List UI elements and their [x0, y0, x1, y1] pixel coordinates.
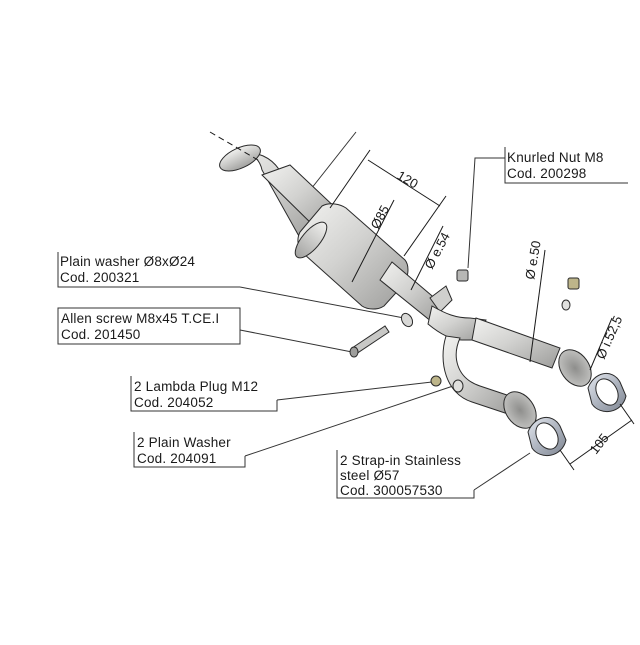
- knurled-nut-code: Cod. 200298: [507, 166, 587, 181]
- exhaust-pipe: [219, 144, 592, 429]
- lower-branch: [442, 335, 517, 415]
- strap-clamp-name-1: 2 Strap-in Stainless: [340, 453, 461, 468]
- mounting-bracket: [429, 285, 453, 313]
- allen-screw-head: [349, 346, 359, 358]
- label-knurled-nut-box: Knurled Nut M8 Cod. 200298: [504, 147, 628, 184]
- leader-plain-washer: [239, 286, 405, 319]
- strap-clamps: [527, 373, 627, 456]
- dim-120-ext-a: [329, 149, 371, 209]
- leader-lambda-plug: [276, 381, 433, 401]
- dim-120-text: 120: [395, 168, 421, 192]
- outlet-upper: [558, 349, 592, 387]
- dim-e50-line: [529, 249, 546, 363]
- dim-105-text: 105: [587, 431, 612, 457]
- hardware: [349, 269, 580, 393]
- leader-plain-washer-2: [244, 384, 457, 457]
- dim-85-line: [351, 199, 395, 283]
- label-plain-washer-2-box: 2 Plain Washer Cod. 204091: [133, 432, 246, 468]
- plain-washer-2-name: 2 Plain Washer: [137, 435, 231, 450]
- dim-120-line: [367, 159, 441, 207]
- dimension-lines: [209, 131, 635, 471]
- label-strap-clamp-box: 2 Strap-in Stainless steel Ø57 Cod. 3000…: [336, 450, 475, 499]
- plain-washer-2-code: Cod. 204091: [137, 451, 217, 466]
- lambda-plug-code: Cod. 204052: [134, 395, 214, 410]
- dim-105-ext-b: [619, 403, 635, 425]
- dim-i525-text: Ø i.52,5: [593, 314, 625, 362]
- dim-105-ext-a: [559, 449, 575, 471]
- label-plain-washer-box: Plain washer Ø8xØ24 Cod. 200321: [57, 252, 240, 288]
- dim-e54-text: Ø e.54: [421, 230, 453, 272]
- plain-washer-2-part: [452, 379, 464, 393]
- plain-washer-part: [400, 312, 414, 328]
- dim-e50-text: Ø e.50: [522, 239, 544, 280]
- dim-120-ext-b: [403, 195, 447, 257]
- leader-allen-screw: [239, 329, 353, 353]
- dim-85-text: Ø85: [367, 203, 392, 232]
- dim-i525-line: [589, 317, 613, 371]
- dim-e54-line: [410, 225, 444, 291]
- resonator-cap: [294, 221, 328, 259]
- label-lambda-plug-box: 2 Lambda Plug M12 Cod. 204052: [130, 376, 278, 412]
- strap-clamp-code: Cod. 300057530: [340, 483, 443, 498]
- strap-clamp-name-2: steel Ø57: [340, 468, 400, 483]
- inlet-opening: [219, 144, 261, 172]
- leader-knurled-nut: [467, 157, 505, 269]
- plain-washer-part-2: [561, 299, 571, 311]
- allen-screw-code: Cod. 201450: [61, 327, 141, 342]
- dim-105-line: [569, 419, 633, 465]
- leader-strap-clamp: [473, 452, 531, 491]
- resonator: [297, 203, 409, 310]
- lambda-plug-part: [430, 375, 442, 387]
- strap-clamp-lower-hole: [535, 422, 559, 450]
- upper-branch: [471, 317, 561, 369]
- strap-clamp-upper-hole: [595, 378, 619, 406]
- knurled-nut-name: Knurled Nut M8: [507, 150, 604, 165]
- plain-washer-code: Cod. 200321: [60, 270, 140, 285]
- plain-washer-name: Plain washer Ø8xØ24: [60, 254, 195, 269]
- dimension-labels: 120 Ø85 Ø e.54 Ø e.50 Ø i.52,5 105: [367, 168, 625, 457]
- lambda-plug-name: 2 Lambda Plug M12: [134, 379, 258, 394]
- allen-screw-name: Allen screw M8x45 T.CE.I: [61, 311, 219, 326]
- label-allen-screw-box: Allen screw M8x45 T.CE.I Cod. 201450: [57, 307, 241, 345]
- leader-lines: [239, 131, 531, 491]
- knurled-nut-part: [456, 269, 469, 282]
- lambda-plug-part-2: [567, 277, 580, 290]
